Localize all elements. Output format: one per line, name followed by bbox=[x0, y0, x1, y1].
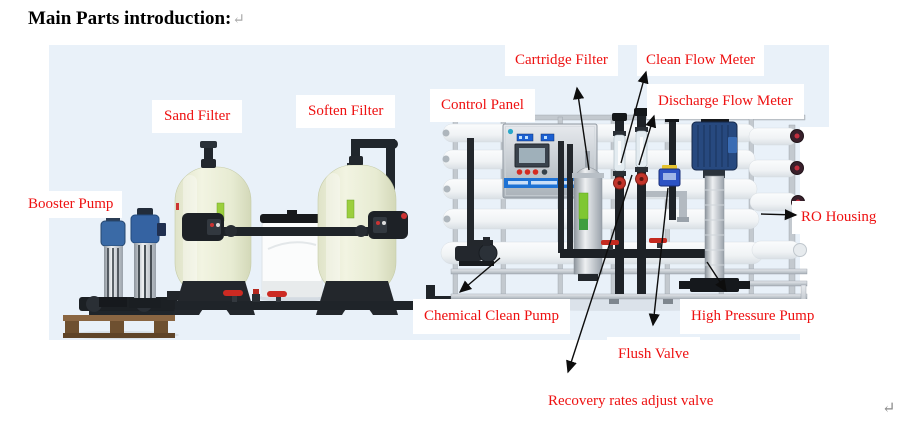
label-chemical-clean-pump: Chemical Clean Pump bbox=[413, 299, 570, 335]
label-discharge-flow-meter: Discharge Flow Meter bbox=[647, 84, 804, 120]
label-sand-filter: Sand Filter bbox=[152, 100, 243, 134]
label-ro-housing: RO Housing bbox=[792, 201, 886, 235]
section-heading: Main Parts introduction:↵ bbox=[28, 8, 245, 30]
label-soften-filter: Soften Filter bbox=[296, 95, 396, 129]
heading-text: Main Parts introduction: bbox=[28, 8, 232, 29]
label-control-panel: Control Panel bbox=[430, 89, 535, 123]
line-break-mark-icon: ↵ bbox=[882, 400, 896, 417]
inlet-pipe bbox=[467, 138, 474, 245]
label-recovery-rates-adjust-valve: Recovery rates adjust valve bbox=[537, 384, 725, 420]
booster-pump-unit bbox=[63, 208, 237, 339]
line-break-mark-icon: ↵ bbox=[232, 12, 245, 28]
label-clean-flow-meter: Clean Flow Meter bbox=[637, 45, 765, 77]
brine-tank bbox=[258, 210, 326, 302]
label-high-pressure-pump: High Pressure Pump bbox=[680, 299, 826, 335]
label-flush-valve: Flush Valve bbox=[607, 337, 700, 373]
control-panel-box bbox=[502, 123, 598, 199]
label-booster-pump: Booster Pump bbox=[19, 191, 123, 219]
label-cartridge-filter: Cartridge Filter bbox=[505, 45, 618, 77]
